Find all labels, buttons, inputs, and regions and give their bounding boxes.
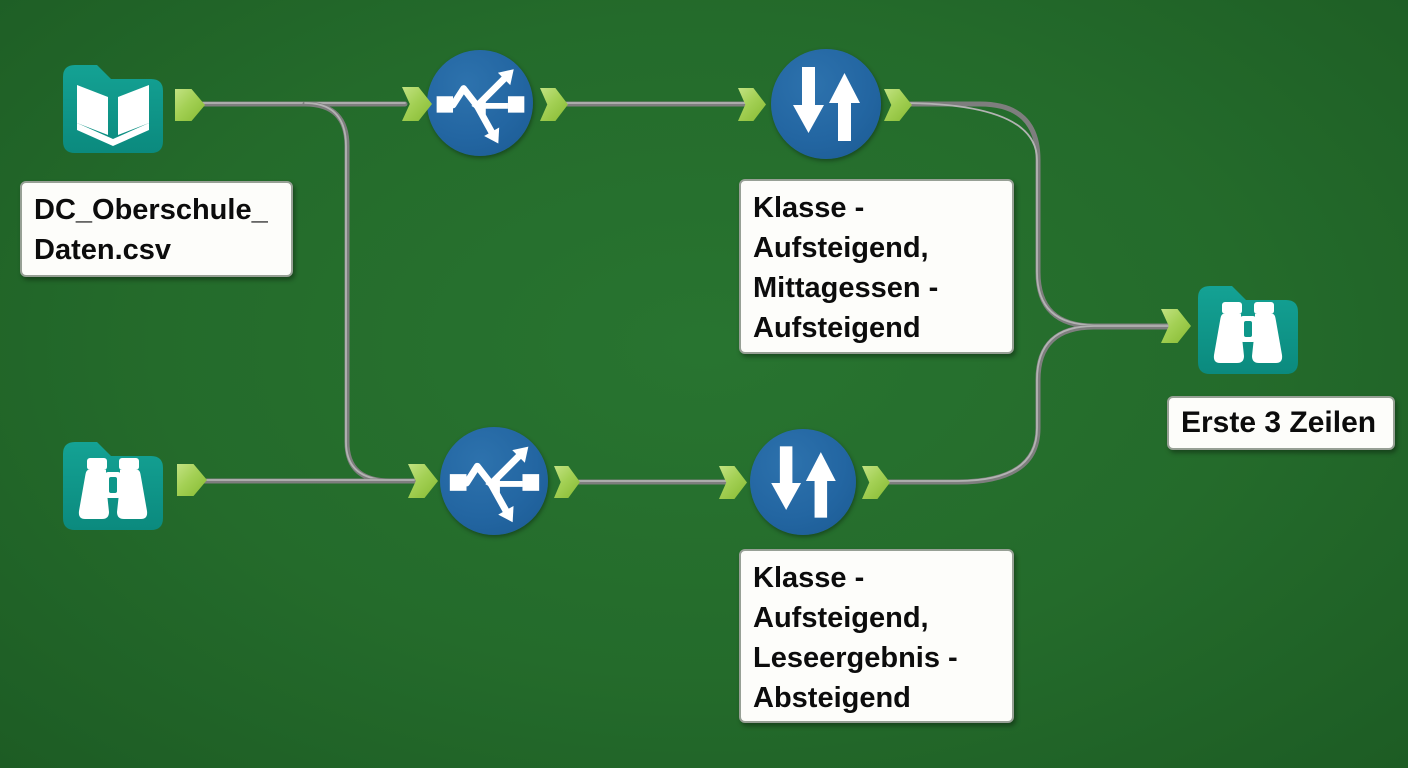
node-sort-bottom[interactable] bbox=[750, 429, 856, 535]
node-select-top[interactable] bbox=[427, 50, 533, 156]
sort-arrows-icon bbox=[793, 67, 860, 141]
node-sort-top[interactable] bbox=[771, 49, 881, 159]
output-anchor-sort-bottom[interactable] bbox=[862, 466, 890, 499]
wire-select-bottom-to-sort-bottom bbox=[563, 479, 731, 485]
binoculars-icon bbox=[1213, 302, 1283, 363]
annotation-line: Aufsteigend, bbox=[753, 602, 929, 634]
annotation-sort-top[interactable]: Klasse - Aufsteigend, Mittagessen - Aufs… bbox=[739, 179, 1014, 354]
wire-browse-left-to-select-bottom bbox=[195, 478, 417, 484]
input-anchor-sort-top[interactable] bbox=[738, 88, 766, 121]
annotation-line: Mittagessen - bbox=[753, 272, 939, 304]
annotation-line: Aufsteigend bbox=[753, 312, 921, 344]
input-anchor-browse-right[interactable] bbox=[1161, 309, 1191, 343]
node-select-bottom[interactable] bbox=[440, 427, 548, 535]
wire-select-top-to-sort-top bbox=[549, 101, 751, 107]
sort-arrows-icon bbox=[771, 446, 836, 518]
node-browse-right[interactable] bbox=[1192, 268, 1304, 380]
wire-input-to-select-top bbox=[187, 101, 408, 107]
annotation-sort-bottom[interactable]: Klasse - Aufsteigend, Leseergebnis - Abs… bbox=[739, 549, 1014, 723]
annotation-line: Absteigend bbox=[753, 682, 911, 714]
annotation-line: Leseergebnis - bbox=[753, 642, 958, 674]
output-anchor-select-bottom[interactable] bbox=[554, 466, 580, 498]
output-anchor-sort-top[interactable] bbox=[884, 89, 912, 121]
wire-input-branch-to-select-bottom bbox=[302, 101, 417, 484]
annotation-line: Erste 3 Zeilen bbox=[1181, 406, 1377, 439]
output-anchor-select-top[interactable] bbox=[540, 88, 568, 121]
open-book-icon bbox=[77, 85, 149, 146]
node-browse-left[interactable] bbox=[56, 424, 170, 536]
node-input-data[interactable] bbox=[57, 47, 169, 159]
annotation-line: DC_Oberschule_ bbox=[34, 194, 268, 226]
output-anchor-browse-left[interactable] bbox=[177, 464, 207, 496]
output-anchor-input-data[interactable] bbox=[175, 89, 205, 121]
input-anchor-select-bottom[interactable] bbox=[408, 464, 438, 498]
select-arrows-icon bbox=[436, 69, 525, 144]
annotation-browse-right[interactable]: Erste 3 Zeilen bbox=[1167, 396, 1395, 450]
binoculars-icon bbox=[78, 458, 148, 519]
annotation-line: Klasse - bbox=[753, 562, 865, 594]
annotation-line: Aufsteigend, bbox=[753, 232, 929, 264]
input-anchor-sort-bottom[interactable] bbox=[719, 466, 747, 499]
annotation-line: Daten.csv bbox=[34, 234, 172, 266]
annotation-input-data[interactable]: DC_Oberschule_ Daten.csv bbox=[20, 181, 293, 277]
select-arrows-icon bbox=[449, 446, 540, 523]
annotation-line: Klasse - bbox=[753, 192, 865, 224]
